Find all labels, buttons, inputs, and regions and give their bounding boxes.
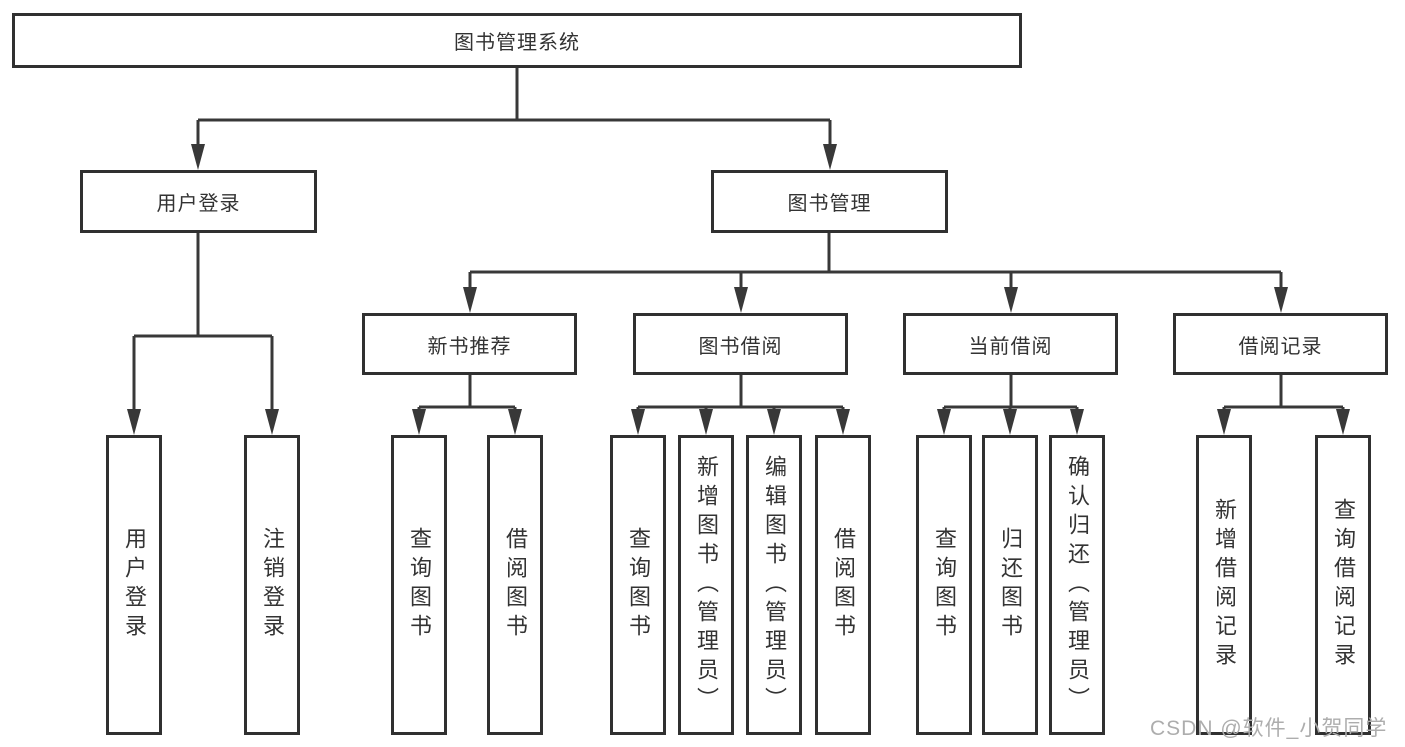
node-label: 新书推荐	[427, 335, 512, 358]
node-user-login-leaf: 用户登录	[106, 435, 162, 735]
node-confirm-return-admin: 确认归还（管理员）	[1049, 435, 1105, 735]
node-label: 借阅记录	[1238, 335, 1323, 358]
node-borrow-books-borrow: 借阅图书	[815, 435, 871, 735]
node-label: 编辑图书（管理员）	[762, 454, 787, 716]
node-label: 查询借阅记录	[1331, 498, 1356, 672]
node-library-system: 图书管理系统	[12, 13, 1022, 68]
node-query-books-current: 查询图书	[916, 435, 972, 735]
node-label: 注销登录	[260, 527, 285, 643]
node-label: 借阅图书	[503, 527, 528, 643]
arrowheads	[127, 144, 1350, 435]
node-label: 图书借阅	[698, 335, 783, 358]
node-return-books: 归还图书	[982, 435, 1038, 735]
node-query-books-recommend: 查询图书	[391, 435, 447, 735]
node-label: 图书管理	[787, 193, 872, 215]
csdn-watermark: CSDN @软件_小贺同学	[1150, 717, 1388, 740]
node-label: 借阅图书	[831, 527, 856, 643]
node-label: 用户登录	[156, 193, 241, 215]
node-borrowing-records: 借阅记录	[1173, 313, 1388, 375]
node-current-borrowing: 当前借阅	[903, 313, 1118, 375]
node-label: 图书管理系统	[454, 32, 580, 54]
node-label: 查询图书	[932, 527, 957, 643]
node-edit-books-admin: 编辑图书（管理员）	[746, 435, 802, 735]
node-add-books-admin: 新增图书（管理员）	[678, 435, 734, 735]
node-query-borrow-record: 查询借阅记录	[1315, 435, 1371, 735]
node-book-management: 图书管理	[711, 170, 948, 233]
node-book-borrowing: 图书借阅	[633, 313, 848, 375]
node-label: 查询图书	[626, 527, 651, 643]
node-add-borrow-record: 新增借阅记录	[1196, 435, 1252, 735]
node-label: 新增图书（管理员）	[694, 454, 719, 716]
node-label: 当前借阅	[968, 335, 1053, 358]
node-label: 用户登录	[122, 527, 147, 643]
node-label: 新增借阅记录	[1212, 498, 1237, 672]
node-label: 查询图书	[407, 527, 432, 643]
node-label: 确认归还（管理员）	[1065, 454, 1090, 716]
node-query-books-borrow: 查询图书	[610, 435, 666, 735]
node-user-login: 用户登录	[80, 170, 317, 233]
node-borrow-books-recommend: 借阅图书	[487, 435, 543, 735]
node-new-book-recommend: 新书推荐	[362, 313, 577, 375]
node-label: 归还图书	[998, 527, 1023, 643]
node-logout: 注销登录	[244, 435, 300, 735]
